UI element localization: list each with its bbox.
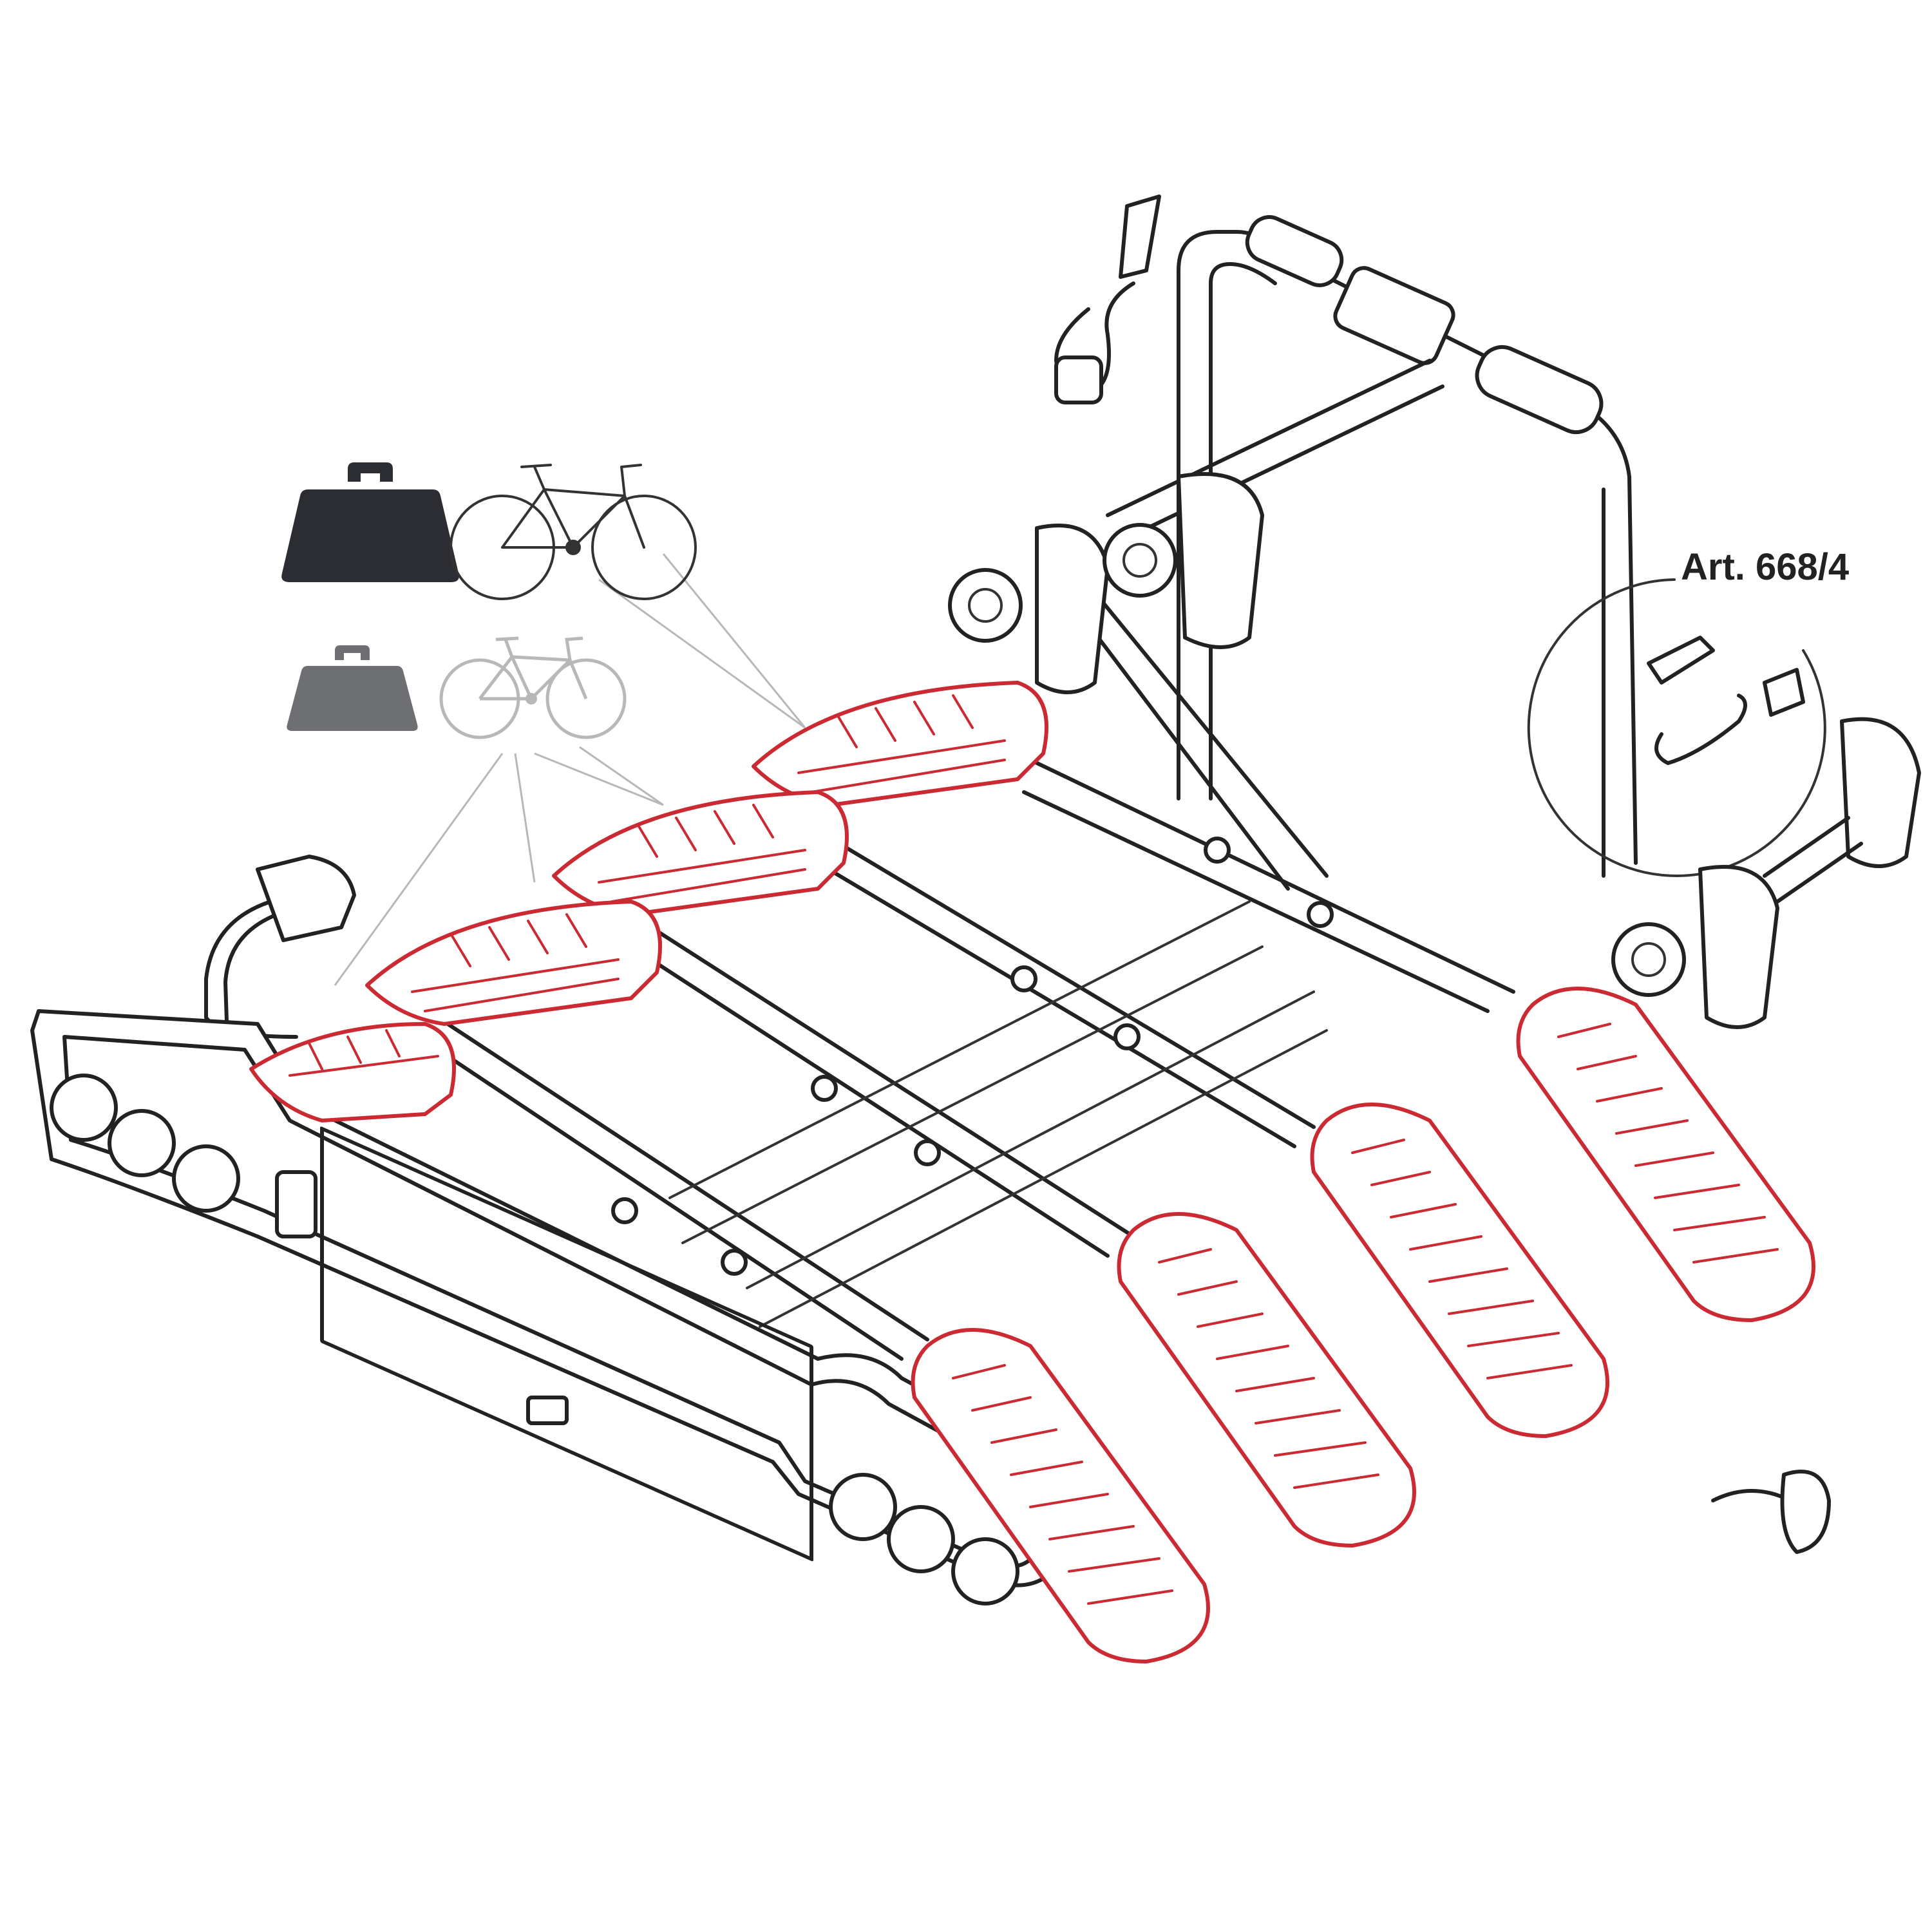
front-wheel-holder: [911, 1328, 1210, 1663]
rear-wheel-holder: [552, 790, 849, 916]
legend-light: [287, 636, 627, 739]
rear-wheel-holder: [249, 1022, 456, 1122]
front-wheel-holders: [911, 987, 1815, 1663]
loose-clip: [1711, 1470, 1831, 1554]
power-cable: [204, 855, 356, 1039]
bicycle-icon: [450, 464, 697, 600]
front-wheel-holder: [1117, 1212, 1416, 1548]
clamp-left: [948, 524, 1110, 694]
front-wheel-holder: [1516, 987, 1815, 1322]
weight-icon: [287, 645, 418, 731]
weight-icon: [281, 462, 459, 582]
detail-callout: Art. 668/4: [1527, 546, 1849, 877]
rear-wheel-holders: [249, 681, 1048, 1122]
rear-wheel-holder: [752, 681, 1048, 807]
bicycle-icon: [439, 636, 627, 739]
front-wheel-holder: [1310, 1103, 1609, 1438]
clamp-middle: [1103, 472, 1264, 649]
light-bar: [30, 1009, 1065, 1605]
strap-hook: [1054, 194, 1161, 404]
clamp-detail: [1611, 717, 1921, 1029]
rear-wheel-holder: [365, 900, 662, 1026]
rails: [436, 758, 1515, 1361]
legend-heavy: [281, 462, 697, 600]
upright-frame: [1067, 215, 1638, 891]
leader-lines: [334, 553, 806, 986]
callout-label: Art. 668/4: [1681, 546, 1849, 588]
